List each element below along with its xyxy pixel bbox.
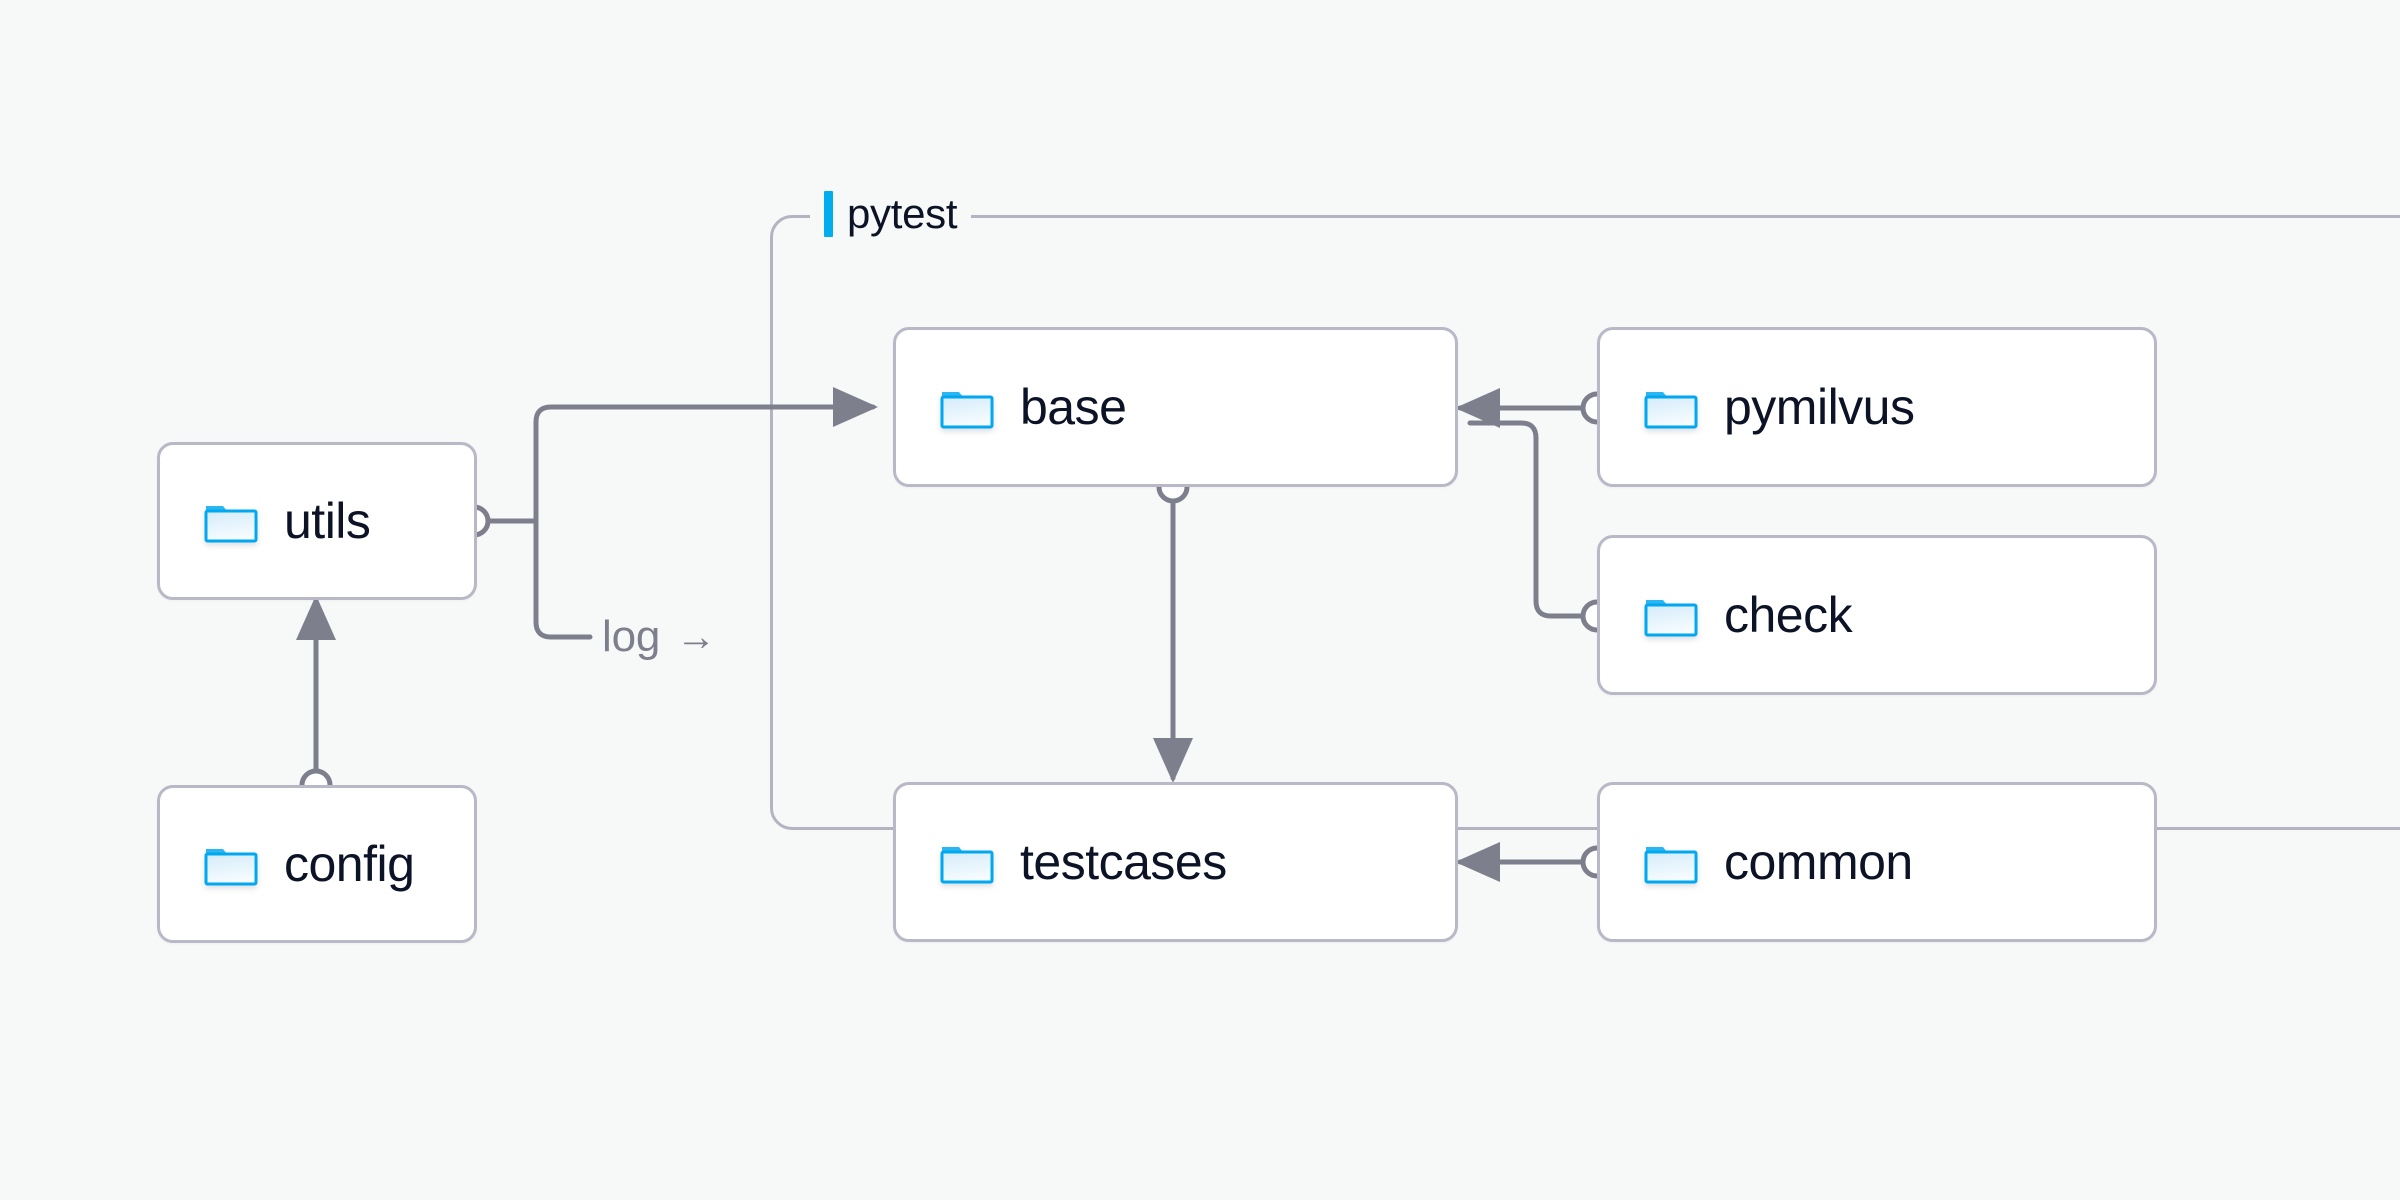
group-accent-bar: [824, 191, 833, 237]
node-utils[interactable]: utils: [157, 442, 477, 600]
node-check-label: check: [1724, 587, 1853, 643]
right-arrow-icon: →: [676, 615, 716, 659]
node-config[interactable]: config: [157, 785, 477, 943]
folder-icon: [204, 849, 258, 886]
node-pymilvus-label: pymilvus: [1724, 379, 1915, 435]
node-common-content: common: [1600, 837, 1913, 887]
node-pymilvus-content: pymilvus: [1600, 379, 1915, 435]
group-title-label: pytest: [847, 190, 958, 237]
folder-icon: [940, 392, 994, 429]
node-testcases[interactable]: testcases: [893, 782, 1458, 942]
node-testcases-label: testcases: [1020, 834, 1227, 890]
node-testcases-content: testcases: [896, 837, 1227, 887]
edge-label-log: log →: [602, 612, 716, 662]
edge-label-log-text: log: [602, 612, 661, 661]
node-common[interactable]: common: [1597, 782, 2157, 942]
node-check[interactable]: check: [1597, 535, 2157, 695]
node-config-label: config: [284, 836, 415, 892]
folder-icon: [940, 847, 994, 884]
node-base-content: base: [896, 379, 1127, 435]
node-utils-label: utils: [284, 493, 371, 549]
folder-icon: [1644, 392, 1698, 429]
group-title-pytest: pytest: [810, 190, 972, 238]
node-common-label: common: [1724, 834, 1913, 890]
node-pymilvus[interactable]: pymilvus: [1597, 327, 2157, 487]
folder-icon: [1644, 847, 1698, 884]
node-utils-content: utils: [160, 493, 371, 549]
node-base-label: base: [1020, 379, 1127, 435]
node-base[interactable]: base: [893, 327, 1458, 487]
edge-utils-to-log: [533, 518, 593, 640]
group-container-pytest[interactable]: [770, 215, 2400, 830]
folder-icon: [1644, 600, 1698, 637]
folder-icon: [204, 506, 258, 543]
node-config-content: config: [160, 836, 415, 892]
node-check-content: check: [1600, 587, 1853, 643]
